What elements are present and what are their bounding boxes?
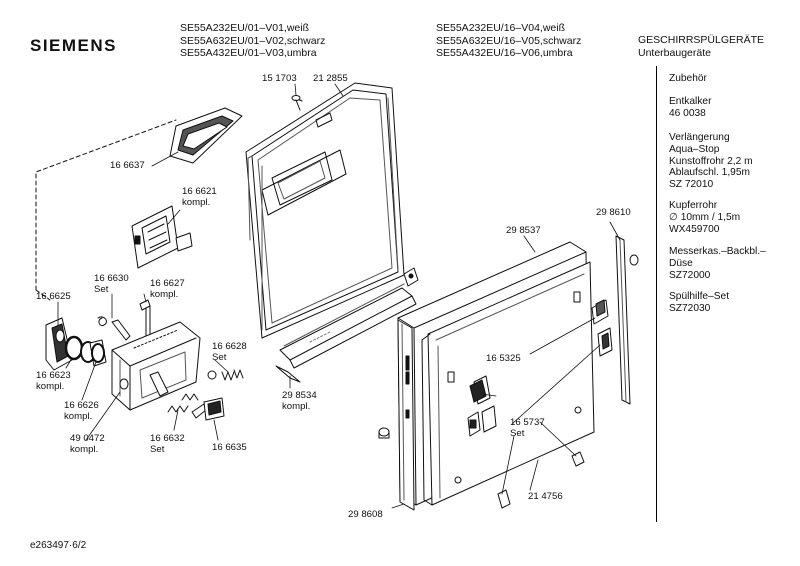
- inner-door-panel: [245, 82, 405, 339]
- accessory-line: Aqua–Stop: [669, 143, 720, 155]
- spring-pair-part: [167, 393, 207, 419]
- part-label: 16 6625: [36, 291, 71, 302]
- model-line: SE55A632EU/16–V05,schwarz: [436, 34, 582, 47]
- accessory-line: Düse: [669, 257, 693, 269]
- accessory-item: Verlängerung Aqua–Stop Kunstoffrohr 2,2 …: [669, 132, 753, 191]
- part-label: 21 4756: [528, 491, 563, 502]
- category-line: GESCHIRRSPÜLGERÄTE: [638, 34, 765, 46]
- latch-part: [469, 299, 613, 405]
- part-label: 16 6635: [212, 442, 247, 453]
- accessory-item: Kupferrohr ∅ 10mm / 1,5m WX459700: [669, 200, 740, 235]
- accessory-line: Zubehör: [669, 73, 707, 84]
- accessory-line: Verlängerung: [669, 132, 730, 143]
- door-side-rail: [615, 235, 639, 405]
- accessory-line: Entkalker: [669, 96, 712, 107]
- spring-set-part: [207, 369, 244, 381]
- part-label: 15 1703: [262, 73, 297, 84]
- accessories-panel: Zubehör Entkalker 46 0038 Verlängerung A…: [656, 66, 787, 522]
- accessory-line: Spülhilfe–Set: [669, 291, 730, 302]
- accessory-item: Entkalker 46 0038: [669, 96, 711, 120]
- accessory-line: Kunstoffrohr 2,2 m: [669, 155, 753, 167]
- model-line: SE55A232EU/01–V01,weiß: [180, 22, 309, 34]
- knob-part: [378, 427, 390, 439]
- accessory-line: WX459700: [669, 223, 720, 235]
- accessory-line: SZ72030: [669, 302, 711, 314]
- screw-part: [291, 95, 303, 111]
- accessory-line: 46 0038: [669, 107, 706, 119]
- dispenser-lid-part: [131, 205, 193, 269]
- category-line: Unterbaugeräte: [638, 46, 711, 59]
- accessory-item: Spülhilfe–Set SZ72030: [669, 291, 729, 315]
- document-id: e263497·6/2: [30, 540, 87, 551]
- accessory-line: Messerkas.–Backbl.–: [669, 246, 766, 257]
- assembly-dashed-line: [35, 119, 177, 301]
- product-category: GESCHIRRSPÜLGERÄTE Unterbaugeräte: [638, 34, 764, 59]
- part-label: 16 6637: [110, 160, 145, 171]
- part-label: 16 5325: [486, 353, 521, 364]
- dispenser-seal: [169, 107, 243, 164]
- dispenser-assembly-part: [111, 321, 201, 411]
- part-label: 21 2855: [313, 73, 348, 84]
- leader-lines: [57, 83, 621, 509]
- accessory-line: SZ 72010: [669, 179, 714, 191]
- model-list-left: SE55A232EU/01–V01,weiß SE55A632EU/01–V02…: [180, 22, 325, 60]
- model-line: SE55A632EU/01–V02,schwarz: [180, 34, 326, 47]
- model-line: SE55A232EU/16–V04,weiß: [436, 22, 565, 34]
- spring-clip-parts: [97, 299, 151, 341]
- accessory-line: ∅ 10mm / 1,5m: [669, 211, 741, 223]
- brand-logo: SIEMENS: [30, 36, 118, 55]
- accessory-line: SZ72000: [669, 269, 711, 281]
- outer-door-panel: [421, 261, 595, 506]
- bottom-seal-strip: [275, 267, 419, 383]
- model-line: SE55A432EU/16–V06,umbra: [436, 47, 573, 59]
- part-label: 29 8610: [596, 207, 631, 218]
- model-line: SE55A432EU/01–V03,umbra: [180, 47, 317, 59]
- accessory-line: Ablaufschl. 1,95m: [669, 167, 750, 179]
- accessory-heading: Zubehör: [669, 73, 707, 85]
- door-side-strip: [397, 319, 415, 511]
- clip-part: [203, 397, 225, 421]
- accessory-line: Kupferrohr: [669, 200, 718, 211]
- seal-ring-parts: [64, 335, 107, 367]
- connector-housing-part: [45, 317, 73, 371]
- part-label: 29 8608: [348, 509, 383, 520]
- accessory-item: Messerkas.–Backbl.– Düse SZ72000: [669, 246, 766, 281]
- part-label: 29 8537: [506, 225, 541, 236]
- bracket-set-part: [467, 405, 585, 509]
- model-list-right: SE55A232EU/16–V04,weiß SE55A632EU/16–V05…: [436, 22, 581, 60]
